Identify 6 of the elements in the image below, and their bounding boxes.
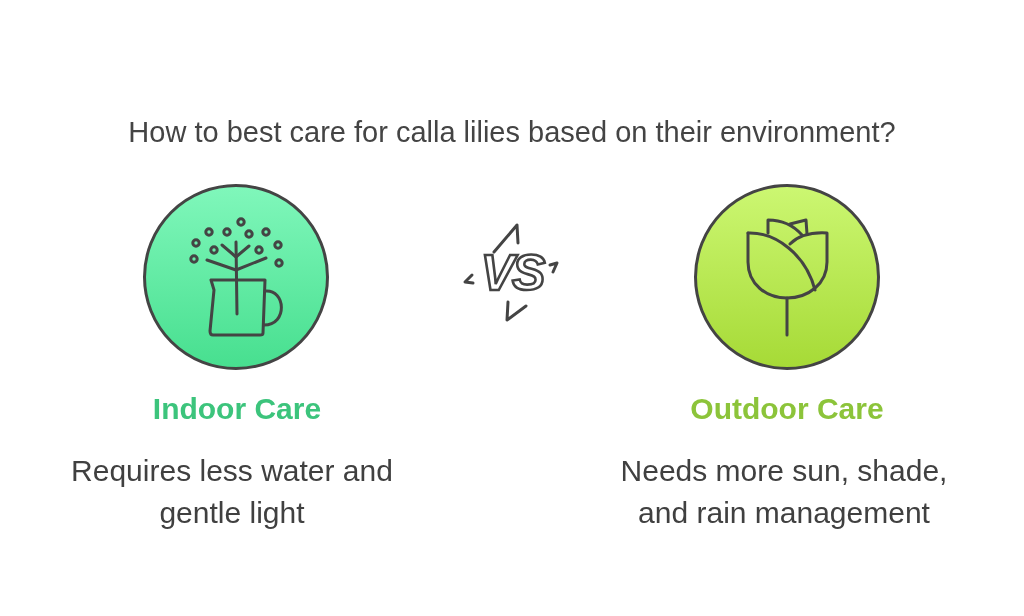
option-description: Needs more sun, shade, and rain management <box>619 453 949 531</box>
option-heading: Indoor Care <box>151 392 323 426</box>
versus-text: VS <box>479 248 547 298</box>
option-description: Requires less water and gentle light <box>70 453 394 531</box>
option-heading: Outdoor Care <box>689 392 885 426</box>
title: How to best care for calla lilies based on their environment? <box>127 116 897 149</box>
